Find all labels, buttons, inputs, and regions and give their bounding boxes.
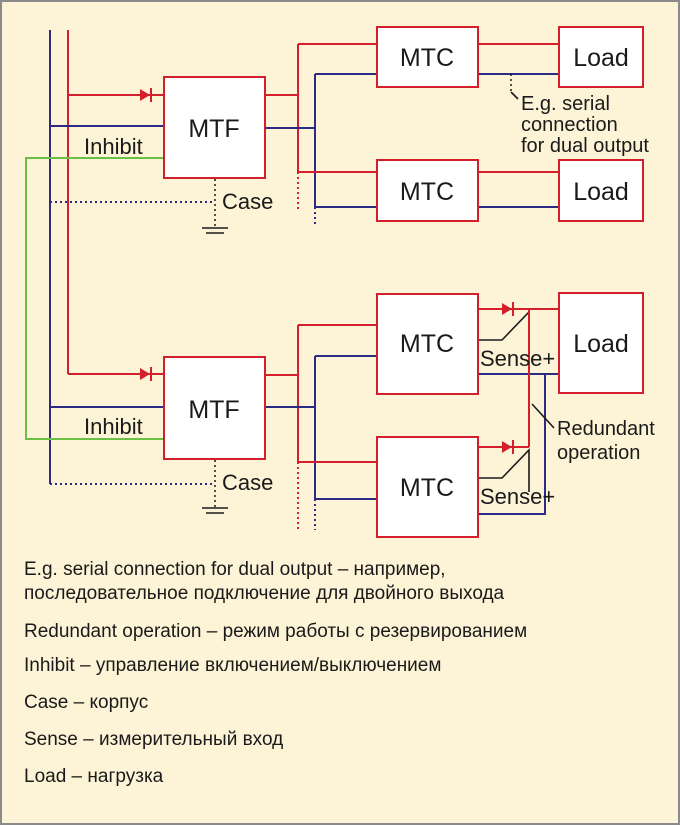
legend-redundant: Redundant operation – режим работы с рез… (24, 621, 528, 642)
case-label-1: Case (222, 189, 273, 214)
mtf-box-1 (163, 76, 266, 179)
serial-note-line-1: E.g. serial (521, 93, 610, 115)
mtc-label-2: MTC (400, 178, 454, 206)
mtc-box-1 (376, 26, 479, 88)
mtc-box-2 (376, 159, 479, 222)
legend-load: Load – нагрузка (24, 766, 164, 787)
serial-note-line-2: connection (521, 114, 618, 136)
sense-label-1: Sense+ (480, 346, 555, 371)
inhibit-label-1: Inhibit (84, 134, 143, 159)
redundant-negative-tie (478, 374, 546, 515)
redundant-note-line-1: Redundant (557, 418, 655, 440)
load-box-1 (558, 26, 644, 88)
ground1-icon (202, 227, 228, 234)
legend-serial-line-2: последовательное подключение для двойног… (24, 583, 505, 604)
diode3-icon (502, 302, 514, 316)
mtc-label-3: MTC (400, 330, 454, 358)
serial-note-line-3: for dual output (521, 135, 649, 157)
ground2-icon (202, 507, 228, 514)
load-box-3 (558, 292, 644, 394)
legend-serial-line-1: E.g. serial connection for dual output –… (24, 559, 446, 580)
load-label-1: Load (573, 44, 629, 72)
inhibit-line (25, 157, 164, 440)
diode1-icon (140, 88, 152, 102)
legend-case: Case – корпус (24, 692, 149, 713)
legend-serial-note: E.g. serial connection for dual output –… (24, 558, 504, 606)
inhibit-label-2: Inhibit (84, 414, 143, 439)
redundant-note-pointer (531, 403, 555, 429)
legend-sense: Sense – измерительный вход (24, 729, 284, 750)
redundant-note-line-2: operation (557, 442, 640, 464)
mtc-box-4 (376, 436, 479, 538)
case-label-2: Case (222, 470, 273, 495)
load-label-3: Load (573, 330, 629, 358)
load-box-2 (558, 159, 644, 222)
diode2-icon (140, 367, 152, 381)
mtc-box-3 (376, 293, 479, 395)
sense-line-2 (478, 448, 530, 492)
serial-note-pointer-tip (510, 91, 519, 100)
sense-label-2: Sense+ (480, 484, 555, 509)
mtf-label-2: MTF (188, 396, 239, 424)
mtf-label-1: MTF (188, 115, 239, 143)
legend-inhibit: Inhibit – управление включением/выключен… (24, 655, 442, 676)
diode4-icon (502, 440, 514, 454)
mtc-label-4: MTC (400, 474, 454, 502)
mtc-label-1: MTC (400, 44, 454, 72)
load-label-2: Load (573, 178, 629, 206)
mtf-box-2 (163, 356, 266, 460)
